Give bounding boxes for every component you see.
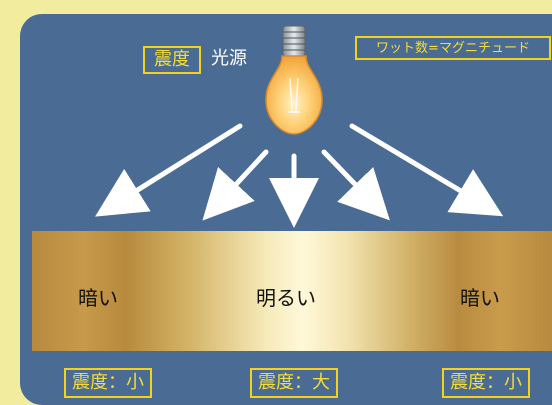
bulb-and-rays <box>95 25 504 228</box>
arrow-icon <box>202 149 269 221</box>
diagram-panel: 震度 光源 ワット数=マグニチュード <box>20 14 552 405</box>
magnitude-tag: 震度 <box>143 46 201 74</box>
intensity-right: 震度：小 <box>442 368 530 398</box>
ground-label-left: 暗い <box>78 286 118 310</box>
intensity-left: 震度：小 <box>64 368 152 398</box>
arrow-icon <box>349 123 504 217</box>
arrow-icon <box>321 149 390 221</box>
ground-strip <box>32 231 552 351</box>
ground-label-center: 明るい <box>256 286 316 310</box>
light-source-label: 光源 <box>211 48 247 69</box>
intensity-center: 震度：大 <box>250 368 338 398</box>
arrow-icon <box>95 123 243 217</box>
watt-note: ワット数=マグニチュード <box>355 36 551 60</box>
light-bulb-icon <box>265 25 323 135</box>
ground-label-right: 暗い <box>460 286 500 310</box>
